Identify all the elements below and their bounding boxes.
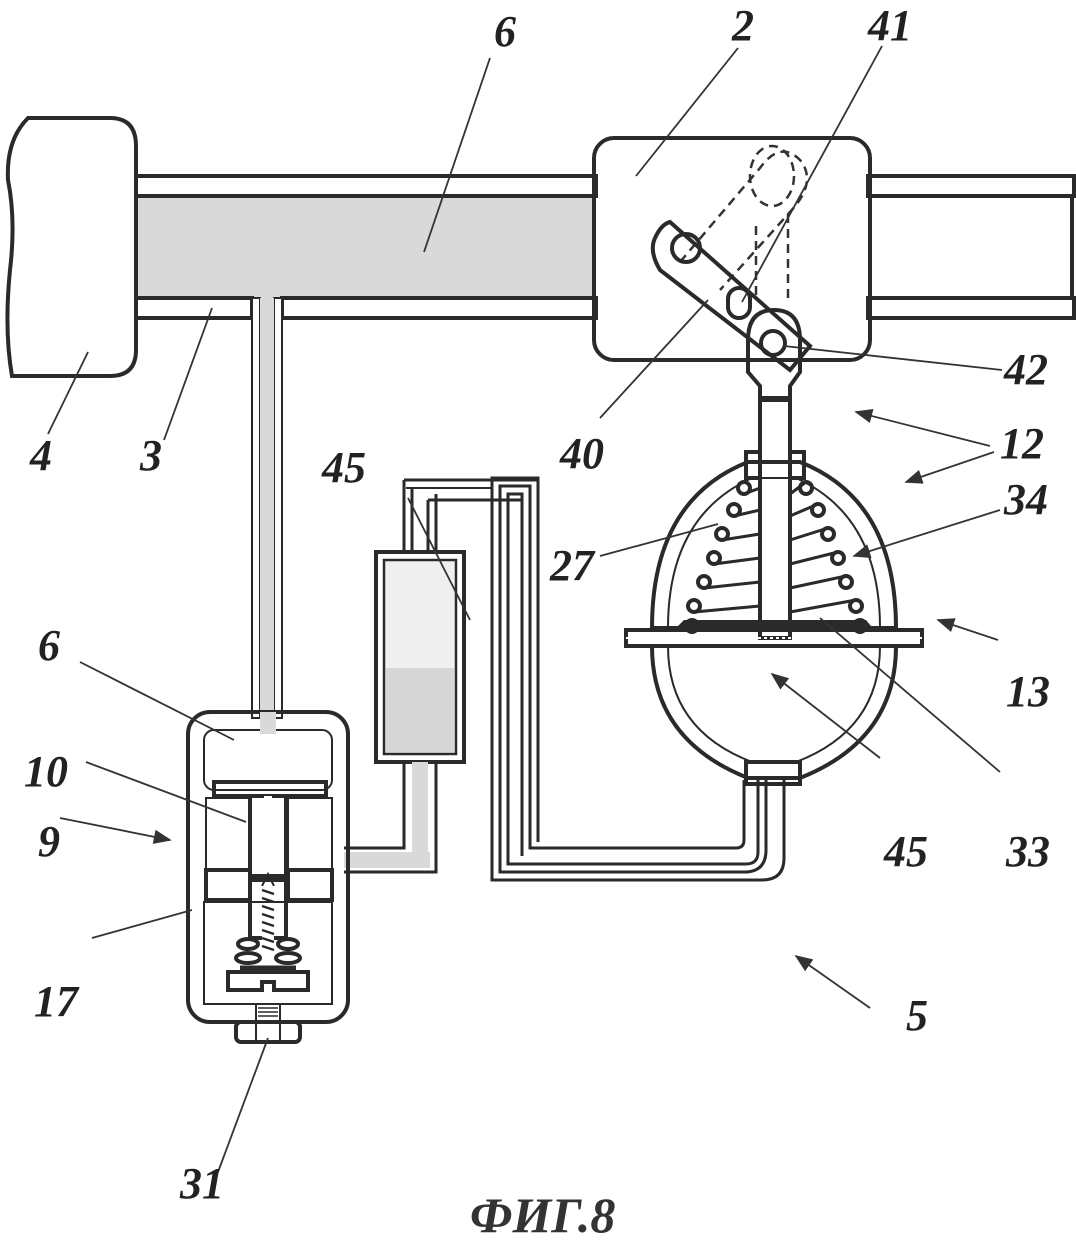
branch-tube	[251, 297, 283, 719]
label-13: 13	[1006, 667, 1050, 716]
valve-body	[592, 136, 872, 402]
pipe-wall-top-left	[134, 174, 598, 198]
lever-pivot-icon	[670, 232, 702, 264]
sensor-unit	[186, 710, 350, 1044]
label-9: 9	[38, 817, 60, 866]
label-45-accumulator: 45	[321, 443, 366, 492]
lever	[650, 219, 813, 373]
sensor-housing	[186, 710, 350, 1024]
lower-dome	[649, 644, 899, 780]
drive-rod	[758, 396, 792, 640]
lever-alt-position	[679, 150, 809, 291]
label-17: 17	[34, 977, 80, 1026]
accumulator-liquid-level	[386, 668, 454, 752]
label-10: 10	[24, 747, 68, 796]
lever-slot	[726, 286, 752, 320]
label-4: 4	[29, 431, 52, 480]
figure-caption: ФИГ.8	[470, 1187, 615, 1242]
rod-head	[746, 307, 802, 402]
label-3: 3	[139, 431, 162, 480]
label-40: 40	[559, 429, 604, 478]
diaphragm-drive	[624, 450, 924, 786]
pipeline	[134, 174, 1076, 320]
sensor-spring	[234, 937, 302, 971]
label-12: 12	[1000, 419, 1044, 468]
label-45-drive: 45	[883, 827, 928, 876]
label-41: 41	[867, 1, 912, 50]
label-6-pipe: 6	[494, 7, 516, 56]
pipe-wall-bottom-right	[866, 296, 1076, 320]
label-33: 33	[1005, 827, 1050, 876]
spring-seat	[226, 970, 310, 992]
rod-pin-icon	[759, 329, 787, 357]
label-5: 5	[906, 991, 928, 1040]
part-labels: 6 2 41 42 40 12 34 27 13 33 45 45 4 3 6 …	[24, 1, 1050, 1242]
pipeline-source-block	[5, 116, 138, 378]
pipe-wall-top-right	[866, 174, 1076, 198]
leader-lines	[47, 45, 1003, 1173]
label-34: 34	[1003, 475, 1048, 524]
hydraulic-lines	[344, 476, 786, 882]
upper-dome	[649, 460, 899, 630]
label-31: 31	[179, 1159, 224, 1208]
pipe-wall-bottom-left-a	[134, 296, 254, 320]
pipe-wall-bottom-left-b	[280, 296, 598, 320]
label-27: 27	[549, 541, 596, 590]
label-6-sensor: 6	[38, 621, 60, 670]
label-42: 42	[1003, 345, 1048, 394]
pipe-fluid	[136, 196, 596, 298]
label-2: 2	[731, 1, 754, 50]
